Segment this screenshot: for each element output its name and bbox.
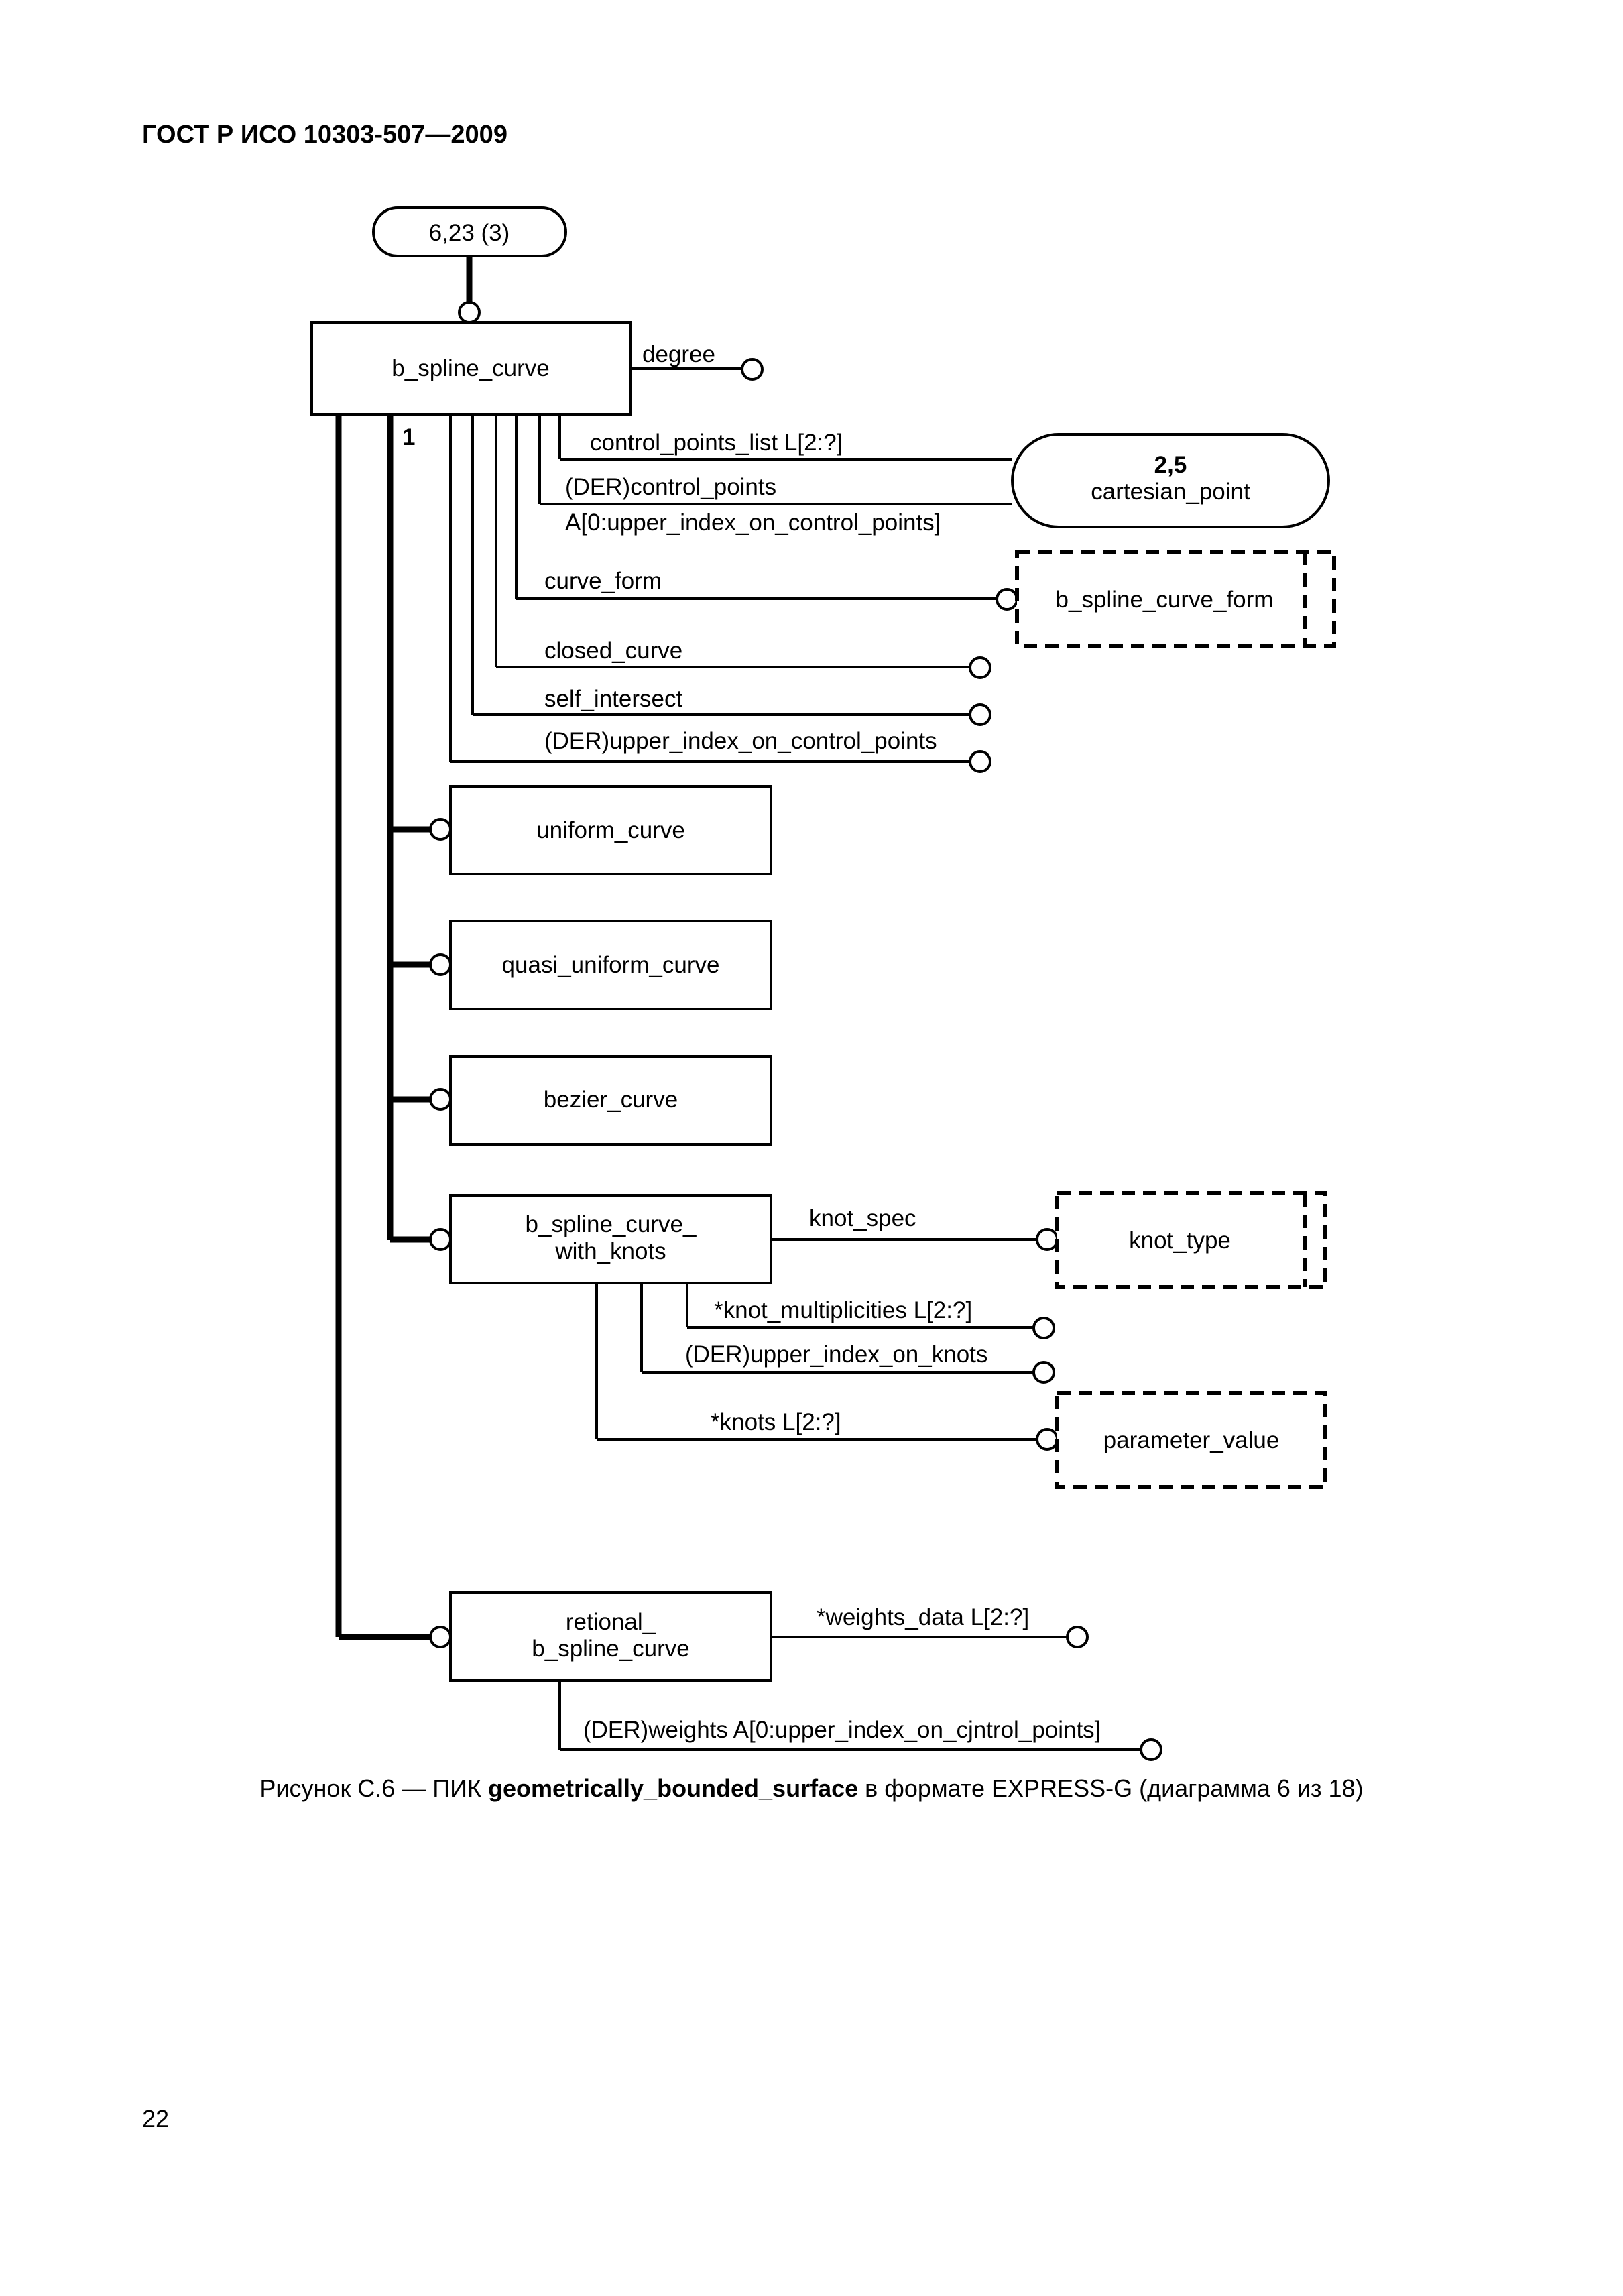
entity-uniform-curve: uniform_curve <box>429 785 772 875</box>
type-parameter-value: parameter_value <box>1055 1391 1327 1489</box>
attr-self-intersect: self_intersect <box>471 414 991 726</box>
supertype-marker: 1 <box>402 424 415 450</box>
rational-label-line1: retional_ <box>566 1609 656 1635</box>
entity-b-spline-curve: b_spline_curve <box>310 321 632 416</box>
page-reference: 6,23 (3) <box>372 206 567 324</box>
attr-knot-multiplicities: *knot_multiplicities L[2:?] <box>686 1283 1055 1339</box>
attr-knot-multiplicities-label: *knot_multiplicities L[2:?] <box>714 1297 972 1323</box>
entity-bezier-curve: bezier_curve <box>429 1055 772 1146</box>
type-b-spline-curve-form: b_spline_curve_form <box>1015 550 1336 648</box>
attr-weights-data: *weights_data L[2:?] <box>771 1604 1089 1648</box>
caption-prefix: Рисунок C.6 — ПИК <box>259 1774 488 1802</box>
entity-quasi-uniform-curve: quasi_uniform_curve <box>429 920 772 1010</box>
supertype-tree: 1 <box>335 414 430 1640</box>
attr-self-intersect-label: self_intersect <box>544 686 682 712</box>
attr-control-points-type: A[0:upper_index_on_control_points] <box>565 509 941 536</box>
attr-weights-label: (DER)weights A[0:upper_index_on_cjntrol_… <box>583 1717 1101 1743</box>
cartesian-point-reference: 2,5 cartesian_point <box>1011 433 1330 528</box>
attr-control-points-label: (DER)control_points <box>565 474 776 500</box>
rational-label-line2: b_spline_curve <box>532 1636 689 1662</box>
attr-degree-label: degree <box>642 341 715 367</box>
attr-closed-curve-label: closed_curve <box>544 638 682 664</box>
attr-control-points-list: control_points_list L[2:?] <box>558 414 1012 461</box>
attr-knot-spec-label: knot_spec <box>809 1205 916 1231</box>
attr-upper-index-on-knots-label: (DER)upper_index_on_knots <box>685 1341 987 1368</box>
attr-weights-data-label: *weights_data L[2:?] <box>817 1604 1029 1630</box>
page-reference-label: 6,23 (3) <box>429 220 510 246</box>
figure-caption: Рисунок C.6 — ПИК geometrically_bounded_… <box>0 1774 1623 1803</box>
attr-control-points-list-label: control_points_list L[2:?] <box>590 430 843 456</box>
attr-control-points: (DER)control_points A[0:upper_index_on_c… <box>538 414 1012 536</box>
caption-entity-name: geometrically_bounded_surface <box>487 1774 859 1802</box>
type-knot-type-label: knot_type <box>1129 1227 1231 1254</box>
with-knots-label-line1: b_spline_curve_ <box>526 1211 697 1237</box>
type-b-spline-curve-form-label: b_spline_curve_form <box>1056 587 1274 613</box>
type-parameter-value-label: parameter_value <box>1103 1427 1280 1453</box>
entity-b-spline-curve-label: b_spline_curve <box>392 355 549 381</box>
page-number: 22 <box>142 2105 170 2132</box>
document-header: ГОСТ Р ИСО 10303-507—2009 <box>142 121 507 149</box>
attr-degree: degree <box>630 341 764 381</box>
attr-upper-index-label: (DER)upper_index_on_control_points <box>544 728 937 754</box>
attr-knots: *knots L[2:?] <box>595 1283 1059 1451</box>
attr-curve-form: curve_form <box>515 414 1018 611</box>
entity-bezier-curve-label: bezier_curve <box>544 1087 678 1113</box>
attr-knot-spec: knot_spec <box>771 1205 1059 1251</box>
entity-uniform-curve-label: uniform_curve <box>536 817 685 843</box>
caption-suffix: в формате EXPRESS-G (диаграмма 6 из 18) <box>858 1774 1364 1802</box>
entity-b-spline-curve-with-knots: b_spline_curve_ with_knots <box>429 1194 772 1284</box>
attr-upper-index: (DER)upper_index_on_control_points <box>449 414 991 773</box>
attr-closed-curve: closed_curve <box>495 414 991 679</box>
cartesian-page-ref: 2,5 <box>1154 452 1187 478</box>
type-knot-type: knot_type <box>1055 1191 1327 1289</box>
attr-weights: (DER)weights A[0:upper_index_on_cjntrol_… <box>558 1681 1162 1761</box>
cartesian-point-label: cartesian_point <box>1091 479 1250 505</box>
entity-quasi-uniform-curve-label: quasi_uniform_curve <box>502 952 720 978</box>
attr-knots-label: *knots L[2:?] <box>711 1409 841 1435</box>
attr-upper-index-on-knots: (DER)upper_index_on_knots <box>640 1283 1055 1384</box>
entity-rational-b-spline-curve: retional_ b_spline_curve <box>429 1591 772 1682</box>
attr-curve-form-label: curve_form <box>544 568 662 594</box>
with-knots-label-line2: with_knots <box>554 1238 666 1264</box>
